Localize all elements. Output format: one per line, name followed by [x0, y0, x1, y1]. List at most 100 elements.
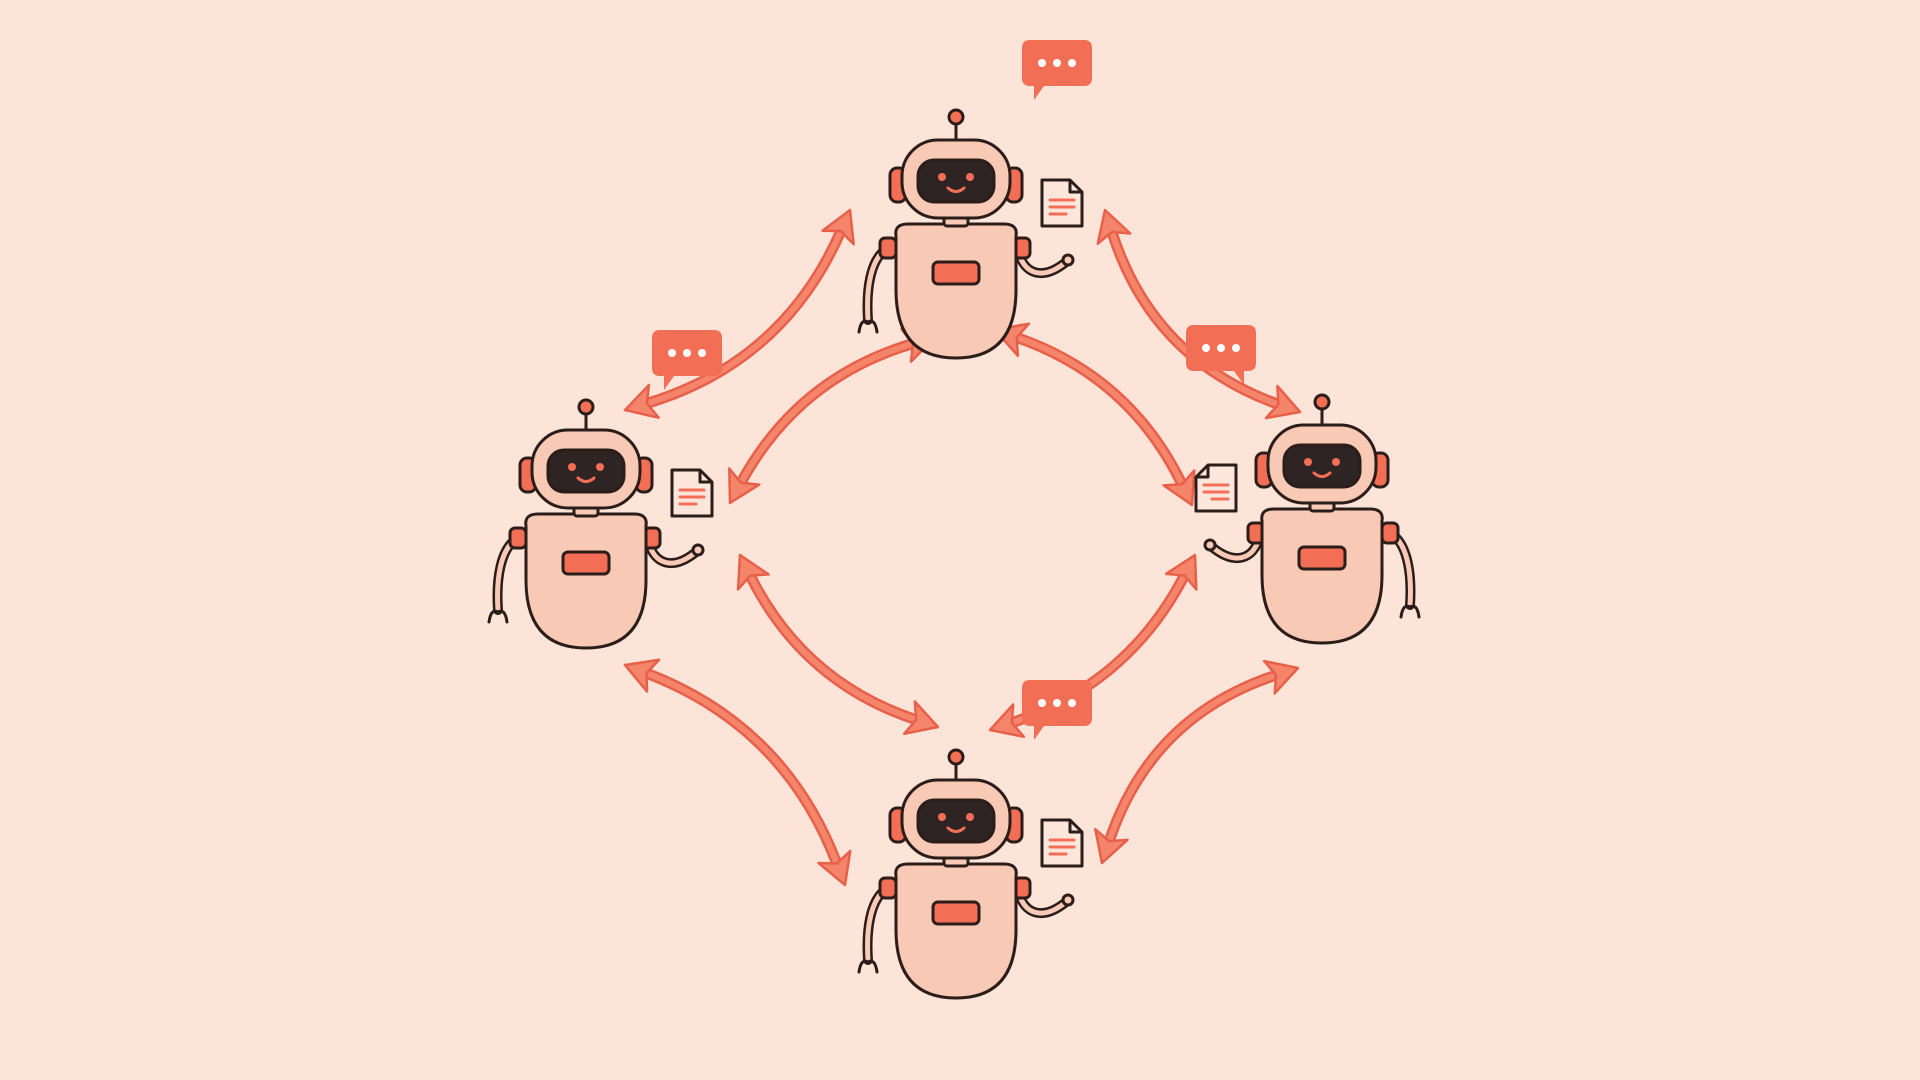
speech-bubble-dot: [1068, 59, 1076, 67]
robot-smile: [576, 476, 596, 483]
arrow-head-end: [728, 467, 761, 505]
robot-body: [1260, 507, 1384, 645]
speech-bubble-dot: [1217, 344, 1225, 352]
document-fold: [1068, 180, 1082, 194]
robot-visor: [546, 448, 626, 494]
arrows-layer: [623, 208, 1302, 887]
robot-body: [894, 222, 1018, 360]
arrow-head-end: [988, 703, 1026, 738]
document-fold: [698, 470, 712, 484]
arrow-head-end: [623, 383, 660, 419]
robot-hand: [1061, 253, 1075, 267]
robot-smile: [946, 826, 966, 833]
robot-shoulder: [508, 526, 528, 550]
speech-bubble-dot: [1053, 59, 1061, 67]
arrow-head-start: [623, 658, 661, 693]
robot-eye: [596, 463, 604, 471]
arrow-head-end: [817, 849, 852, 887]
robot-left-claw: [857, 319, 879, 334]
document-fold: [1196, 465, 1210, 479]
robot-eye: [1304, 458, 1312, 466]
robot-eye: [938, 173, 946, 181]
robot-chest-panel: [1297, 545, 1347, 571]
speech-bubble: [1022, 680, 1092, 740]
speech-bubble-dot: [683, 349, 691, 357]
speech-bubble-icon: [652, 330, 722, 390]
arrow-top-left-outer: [623, 208, 855, 419]
robot-chest-panel: [561, 550, 611, 576]
robot-eye: [938, 813, 946, 821]
arrow-head-start: [1164, 553, 1198, 591]
robot-hand: [1203, 538, 1217, 552]
arrow-shaft: [1108, 227, 1283, 408]
speech-bubble-icon: [1022, 680, 1092, 740]
arrow-left-bottom-outer: [623, 658, 852, 887]
robot-left-claw: [1399, 604, 1421, 619]
speech-bubble-dot: [1053, 699, 1061, 707]
robot-hand: [1061, 893, 1075, 907]
robot-hand: [691, 543, 705, 557]
speech-bubble-icon: [1022, 40, 1092, 100]
arrow-head-start: [736, 553, 770, 591]
robot-visor: [916, 798, 996, 844]
arrow-shaft: [643, 227, 845, 407]
robot-left-claw: [487, 609, 509, 624]
document-icon: [1194, 463, 1238, 513]
arrow-shaft: [642, 669, 841, 868]
arrow-top-right-outer: [1096, 208, 1302, 420]
robot-antenna-tip: [947, 108, 965, 126]
document-icon: [670, 468, 714, 518]
speech-bubble-dot: [1232, 344, 1240, 352]
arrow-shaft: [746, 571, 921, 724]
speech-bubble-dot: [1202, 344, 1210, 352]
document-paper: [1040, 818, 1084, 868]
speech-bubble-dot: [1038, 699, 1046, 707]
robot-eye: [568, 463, 576, 471]
arrow-shaft: [1105, 671, 1281, 846]
arrow-top-right-inner: [993, 322, 1196, 507]
document-icon: [1040, 818, 1084, 868]
arrow-shaft: [737, 340, 917, 487]
arrow-head-end: [902, 700, 940, 736]
speech-bubble: [1022, 40, 1092, 100]
robot-antenna-tip: [1313, 393, 1331, 411]
document-paper: [1194, 463, 1238, 513]
arrow-head-start: [821, 208, 855, 246]
speech-bubble: [1186, 325, 1256, 385]
robot-smile: [1312, 471, 1332, 478]
robot-antenna-tip: [577, 398, 595, 416]
robot-agent-bottom: [857, 680, 1092, 1000]
robot-shoulder: [878, 236, 898, 260]
arrow-head-start: [1262, 659, 1300, 695]
document-fold: [1068, 820, 1082, 834]
arrow-head-end: [1162, 469, 1196, 507]
document-paper: [1040, 178, 1084, 228]
robot-chest-panel: [931, 900, 981, 926]
robot-visor: [1282, 443, 1362, 489]
arrow-right-bottom-outer: [1094, 659, 1300, 865]
robot-chest-panel: [931, 260, 981, 286]
robot-agent-left: [487, 330, 722, 650]
robot-shoulder: [1380, 521, 1400, 545]
arrow-shaft: [1012, 334, 1186, 489]
speech-bubble: [652, 330, 722, 390]
speech-bubble-icon: [1186, 325, 1256, 385]
robot-eye: [966, 813, 974, 821]
document-paper: [670, 468, 714, 518]
robot-body: [524, 512, 648, 650]
arrow-head-start: [1096, 208, 1132, 245]
robot-antenna-tip: [947, 748, 965, 766]
speech-bubble-dot: [698, 349, 706, 357]
speech-bubble-dot: [668, 349, 676, 357]
robot-shoulder: [878, 876, 898, 900]
robot-smile: [946, 186, 966, 193]
arrow-head-end: [1264, 384, 1302, 420]
speech-bubble-dot: [1068, 699, 1076, 707]
robot-eye: [1332, 458, 1340, 466]
speech-bubble-dot: [1038, 59, 1046, 67]
robot-eye: [966, 173, 974, 181]
arrow-head-end: [1094, 827, 1129, 865]
document-icon: [1040, 178, 1084, 228]
